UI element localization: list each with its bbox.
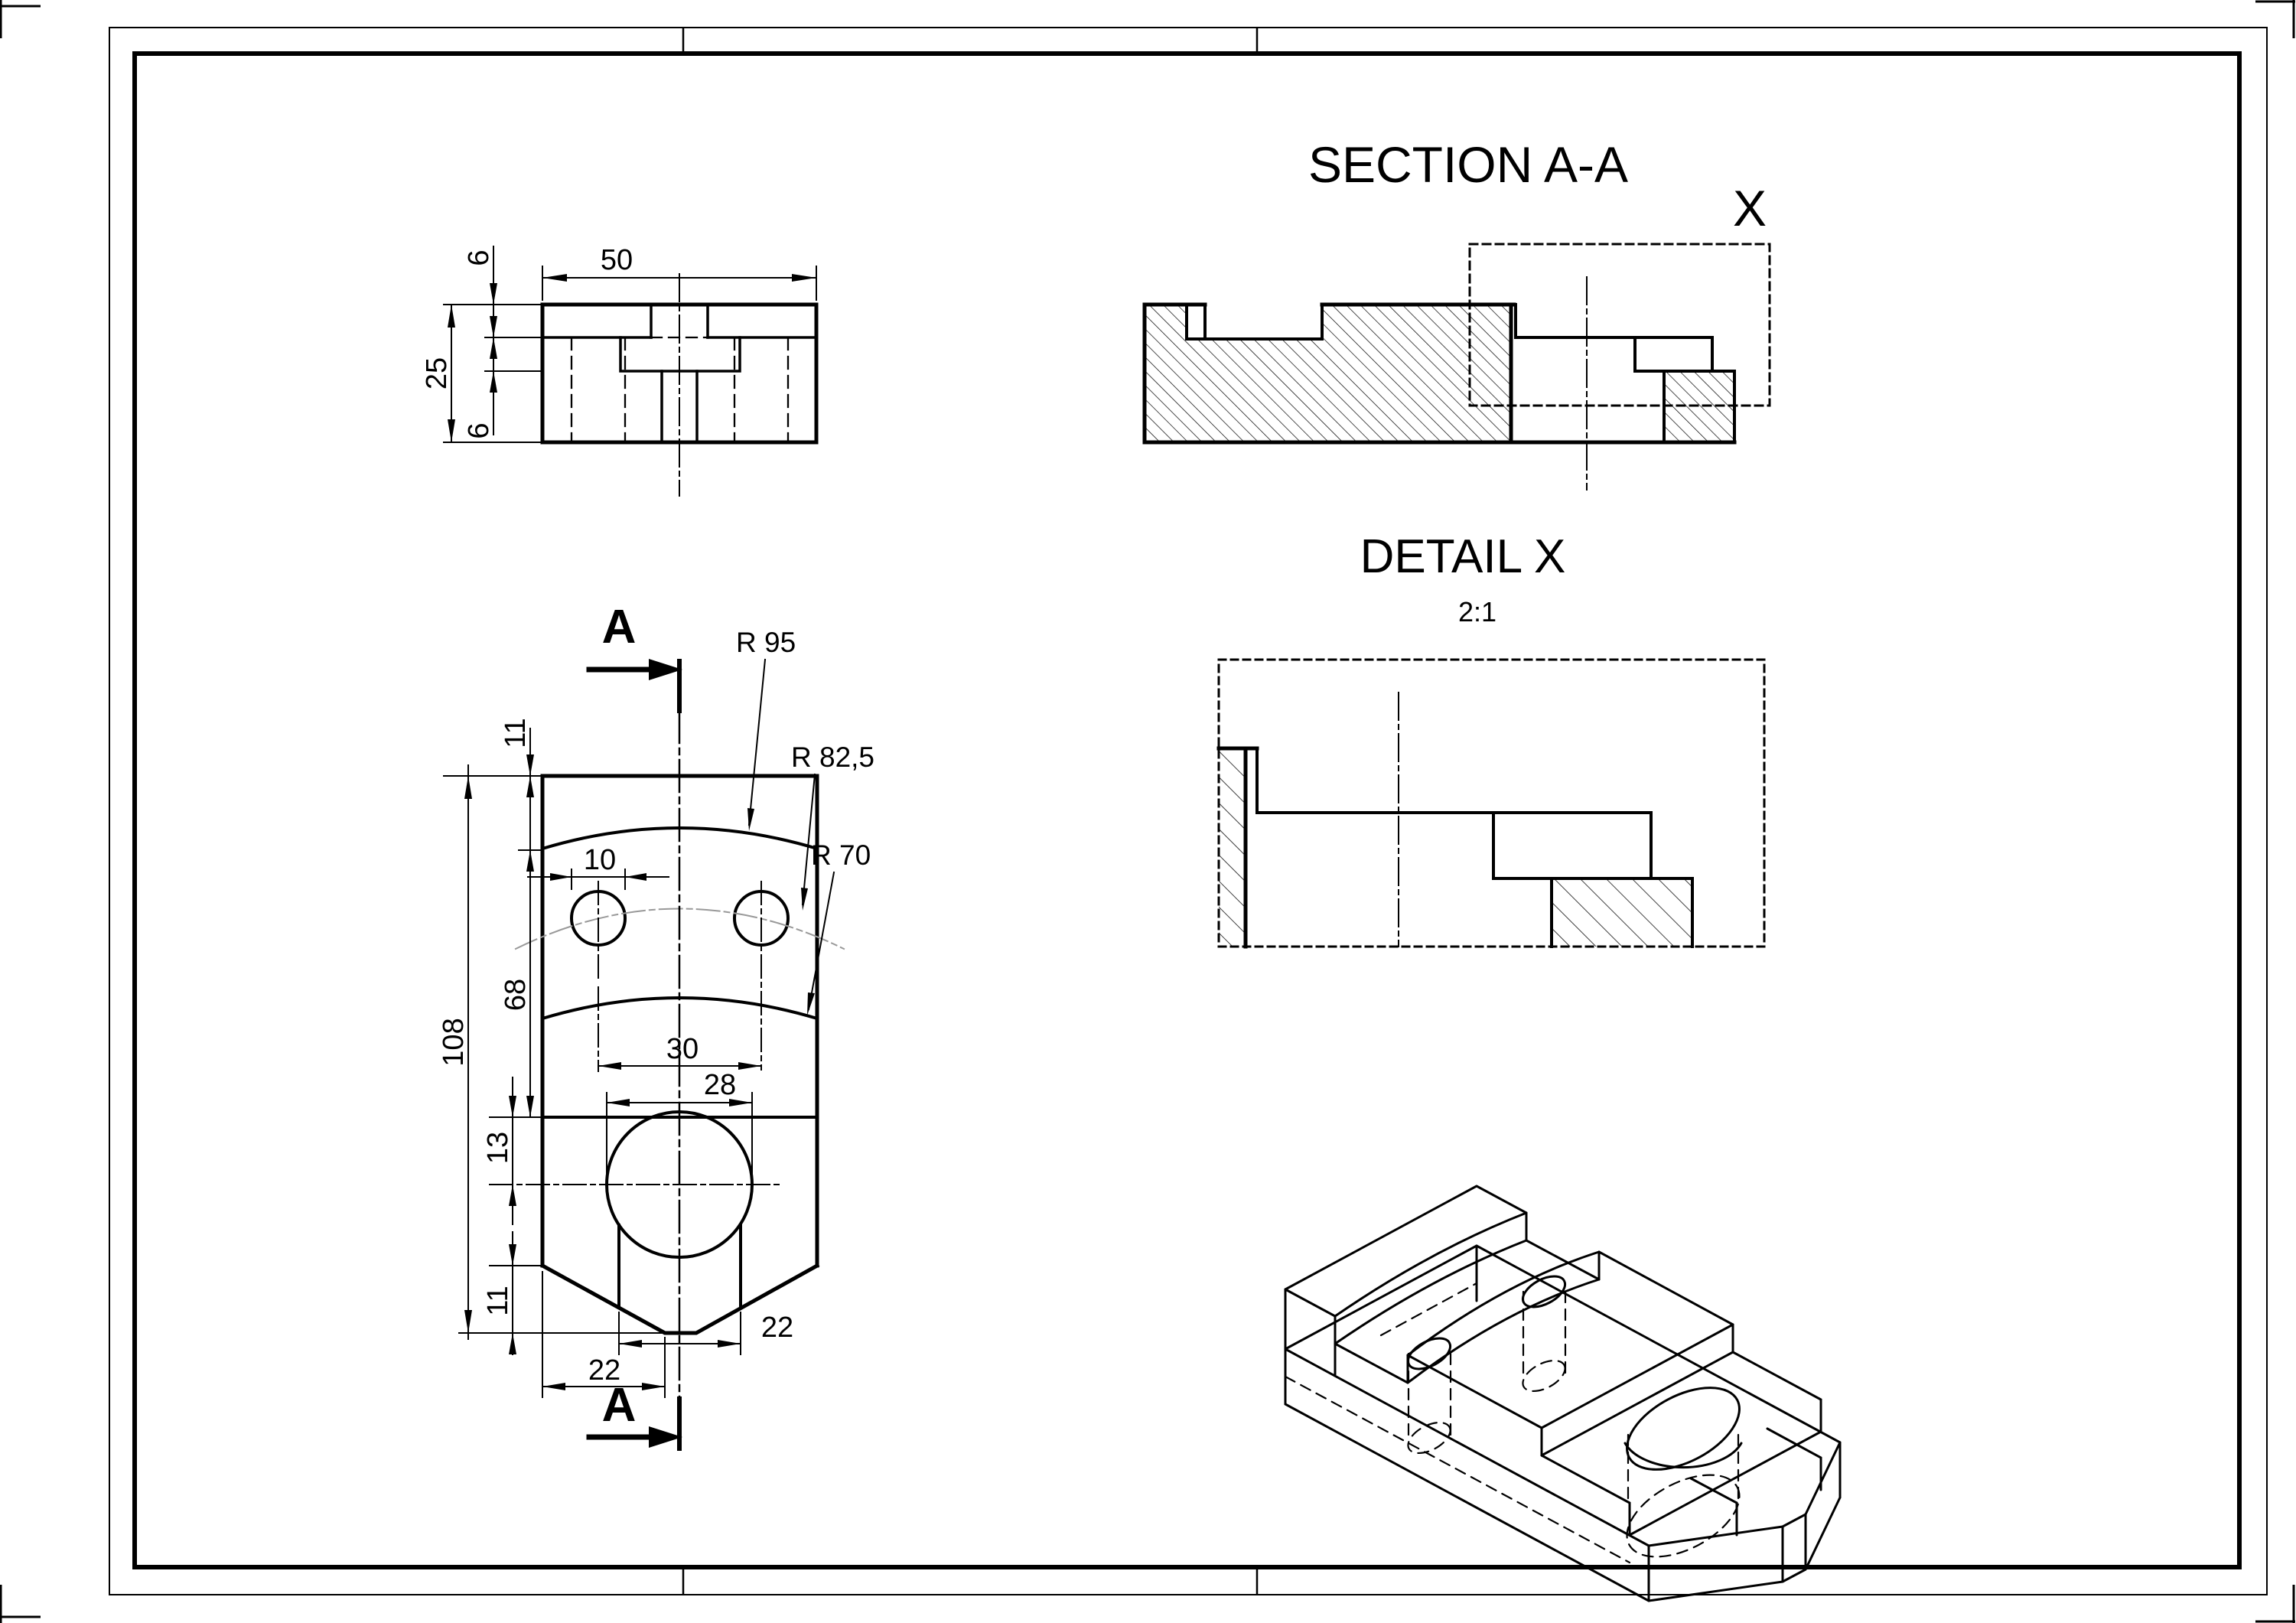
front-view: 50 25 6 6 [421,244,819,497]
front-dimensions [443,246,817,443]
fold-ticks [682,28,1259,1595]
cut-label-bottom: A [602,1379,637,1432]
dim-bore-offset-label: 13 [482,1132,514,1164]
dim-slot-width-label: 22 [761,1312,793,1344]
isometric-view [1284,1185,1842,1602]
dim-corner-label: 22 [588,1354,620,1387]
cut-arrows [586,666,652,1440]
dim-arc-zone-label: 68 [500,979,532,1011]
plan-centerlines [489,881,784,1185]
radius-leaders [747,658,835,1011]
detail-boundary-box [1468,243,1771,407]
detail-scale: 2:1 [1458,596,1496,627]
section-view: SECTION A-A X [1142,136,1771,490]
cut-arrowhead-top [649,659,682,680]
radius-inner-label: R 70 [811,839,871,871]
detail-title: DETAIL X [1360,530,1566,583]
detail-view: DETAIL X 2:1 [1216,530,1766,949]
dim-height-label: 25 [421,357,453,389]
dim-hole-span-label: 30 [666,1033,699,1065]
dim-band-label: 6 [463,249,495,266]
plan-view: A A R 95 R 82,5 R 70 11 68 108 13 11 10 … [438,601,874,1451]
cut-arrowhead-bottom [649,1426,682,1448]
dim-recess-label: 6 [463,422,495,438]
radius-pitch-label: R 82,5 [791,741,874,773]
plan-dim-arrows [464,754,761,1390]
dim-offset-top-label: 11 [500,718,532,748]
radius-outer-label: R 95 [736,627,796,658]
front-dim-arrows [448,274,816,442]
detail-frame-box [1217,658,1766,948]
cut-label-top: A [602,601,637,653]
dim-total-len-label: 108 [438,1018,470,1066]
dim-bore-dia-label: 28 [704,1069,736,1101]
section-title: SECTION A-A [1308,136,1628,193]
dim-width-label: 50 [601,244,633,276]
detail-marker-label: X [1733,180,1767,236]
dim-hole-dia-label: 10 [584,844,616,876]
dim-chamfer-label: 11 [482,1286,514,1315]
